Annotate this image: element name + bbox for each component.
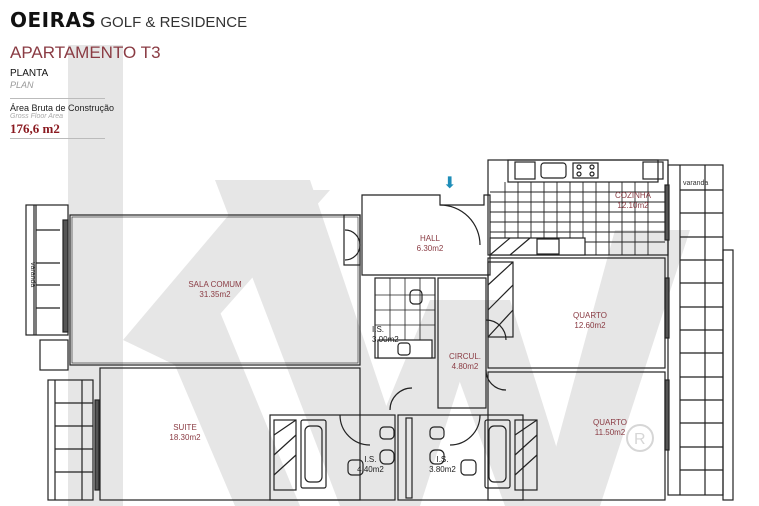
room-circulacao: CIRCUL.4.80m2 (448, 352, 481, 371)
svg-text:R: R (634, 431, 646, 448)
room-is-3: I.S.3.80m2 (429, 455, 456, 474)
plan-label-en: PLAN (10, 80, 34, 90)
room-is-2: I.S.4.40m2 (357, 455, 384, 474)
plan-label-pt: PLANTA (10, 68, 49, 79)
varanda-left-label: varanda (29, 262, 36, 288)
room-is-1: I.S.3.00m2 (372, 325, 399, 344)
entrance-arrow-icon: ⬇ (443, 175, 457, 192)
divider (10, 138, 105, 139)
kw-watermark (68, 45, 690, 506)
area-label-en: Gross Floor Area (10, 113, 64, 120)
varanda-right-label: varanda (683, 180, 709, 187)
area-label-pt: Área Bruta de Construção (10, 103, 115, 113)
apartment-title: APARTAMENTO T3 (10, 43, 161, 62)
gross-floor-area-value: 176,6 m2 (10, 121, 60, 136)
divider (10, 98, 105, 99)
brand-subtitle: GOLF & RESIDENCE (100, 14, 248, 31)
